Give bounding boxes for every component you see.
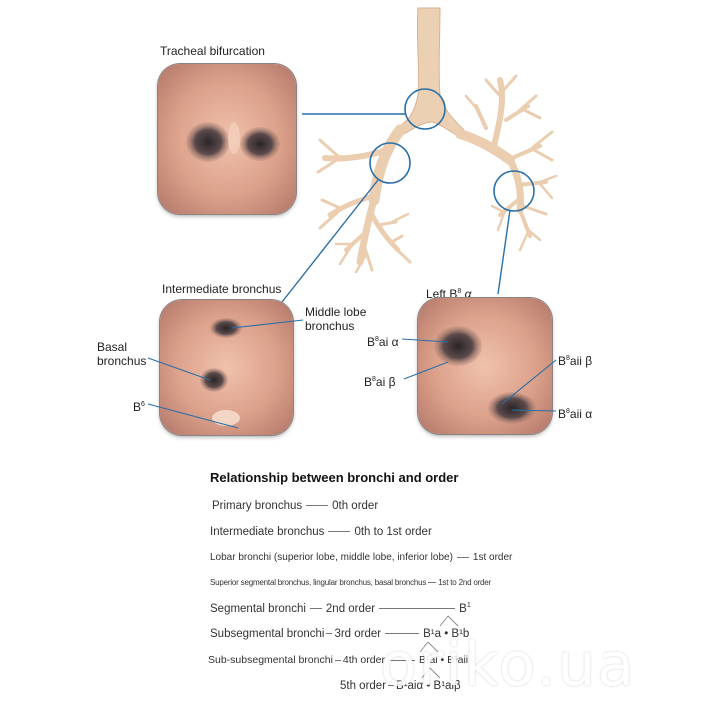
b8aii-alpha-rest: aii α bbox=[569, 407, 593, 421]
basal-bronchus-label-line2: bronchus bbox=[97, 354, 147, 368]
segmental-sup-dash bbox=[428, 582, 437, 584]
right-bronchial-branches bbox=[316, 124, 412, 274]
basal-bronchus-pointer bbox=[147, 357, 211, 381]
intermediate-order: 0th to 1st order bbox=[354, 526, 432, 538]
subsub-dash bbox=[334, 659, 341, 661]
b8aii-alpha-pointer bbox=[511, 409, 557, 412]
connector-subsub-to-fifth bbox=[421, 667, 441, 679]
b8ai-beta-pointer bbox=[403, 361, 449, 380]
intermediate-bronchus-photo bbox=[160, 300, 293, 435]
lobar-dash bbox=[456, 556, 469, 558]
segmental-order: 2nd order bbox=[325, 602, 376, 615]
b8ai-beta-rest: ai β bbox=[375, 375, 396, 389]
middle-lobe-label-line2: bronchus bbox=[305, 319, 355, 333]
connector-segmental-to-subsegmental bbox=[439, 615, 459, 627]
primary-row: Primary bronchus 0th order bbox=[212, 500, 378, 512]
b8ai-beta-base: B bbox=[364, 375, 373, 389]
left-b8-leader-line bbox=[497, 209, 511, 295]
intermediate-name: Intermediate bronchus bbox=[210, 526, 325, 538]
b8aii-alpha-label: B8aii α bbox=[558, 405, 592, 421]
subsegmental-row: Subsegmental bronchi 3rd order B¹a • B¹b bbox=[210, 628, 469, 640]
segmental-row: Segmental bronchi 2nd order B1 bbox=[210, 602, 471, 615]
intermediate-dash bbox=[328, 531, 351, 533]
segmental-code-dash bbox=[379, 608, 456, 610]
intermediate-row: Intermediate bronchus 0th to 1st order bbox=[210, 526, 432, 538]
intermediate-pointer-lines bbox=[147, 319, 304, 429]
segmental-dash bbox=[309, 608, 322, 610]
tracheal-bifurcation-photo bbox=[158, 64, 296, 214]
b6-label: B6 bbox=[133, 398, 145, 414]
subsub-row: Sub-subsegmental bronchi 4th order B¹ai • … bbox=[208, 654, 468, 666]
middle-lobe-label-line1: Middle lobe bbox=[305, 305, 367, 319]
b8aii-beta-label: B8aii β bbox=[558, 352, 592, 368]
b6-base: B bbox=[133, 400, 142, 414]
tracheal-bifurcation-label: Tracheal bifurcation bbox=[160, 44, 265, 58]
intermediate-bronchus-label: Intermediate bronchus bbox=[162, 282, 282, 296]
b6-sup: 6 bbox=[141, 401, 145, 408]
primary-dash bbox=[306, 505, 329, 507]
b8ai-alpha-sup: 8 bbox=[375, 336, 379, 343]
bronchoscope-view-left-b8 bbox=[418, 298, 552, 434]
left-b8-sup: 8 bbox=[457, 288, 462, 295]
subsub-order: 4th order bbox=[342, 654, 385, 666]
primary-name: Primary bronchus bbox=[212, 500, 303, 512]
b8ai-beta-sup: 8 bbox=[372, 376, 376, 383]
lobar-order: 1st order bbox=[472, 552, 513, 563]
segmental-sup-name: Superior segmental bronchus, lingular br… bbox=[210, 578, 427, 587]
segmental-code: B bbox=[459, 602, 467, 615]
b8ai-alpha-rest: ai α bbox=[378, 335, 399, 349]
subsub-code: B¹ai • B¹aii bbox=[418, 654, 469, 666]
b8aii-beta-base: B bbox=[558, 354, 567, 368]
bronchoscope-view-trachea bbox=[158, 64, 296, 214]
left-b8-pointer-lines bbox=[401, 338, 557, 412]
subsegmental-code: B¹a • B¹b bbox=[423, 628, 470, 640]
b8aii-beta-pointer bbox=[501, 359, 557, 405]
left-bronchial-branches bbox=[455, 74, 558, 252]
subsub-name: Sub-subsegmental bronchi bbox=[208, 654, 333, 666]
lobar-row: Lobar bronchi (superior lobe, middle lob… bbox=[210, 552, 512, 563]
subsub-code-dash bbox=[388, 659, 415, 661]
intermediate-bronchus-callout-circle bbox=[369, 142, 411, 184]
segmental-sup-order: 1st to 2nd order bbox=[438, 578, 492, 587]
left-b8-alpha-label: Left B8 α bbox=[426, 285, 471, 301]
left-b8-greek: α bbox=[464, 287, 472, 301]
segmental-name: Segmental bronchi bbox=[210, 602, 306, 615]
relationship-heading: Relationship between bronchi and order bbox=[210, 470, 459, 485]
segmental-code-sup: 1 bbox=[466, 602, 471, 609]
left-b8-base: Left B bbox=[426, 287, 458, 301]
b8ai-alpha-base: B bbox=[367, 335, 376, 349]
subsegmental-order: 3rd order bbox=[334, 628, 382, 640]
basal-bronchus-label-line1: Basal bbox=[97, 340, 128, 354]
left-b8-callout-circle bbox=[493, 170, 535, 212]
primary-order: 0th order bbox=[332, 500, 379, 512]
subsegmental-dash bbox=[326, 633, 333, 635]
middle-lobe-pointer bbox=[231, 319, 304, 329]
connector-subsegmental-to-subsub bbox=[419, 641, 439, 653]
b8aii-beta-sup: 8 bbox=[566, 355, 570, 362]
fifth-row: 5th order B¹aiα • B¹aiβ bbox=[340, 680, 461, 692]
b8aii-alpha-base: B bbox=[558, 407, 567, 421]
fifth-code: B¹aiα • B¹aiβ bbox=[396, 680, 461, 692]
b8ai-alpha-pointer bbox=[401, 338, 449, 343]
b8aii-beta-rest: aii β bbox=[569, 354, 593, 368]
b8ai-alpha-label: B8ai α bbox=[367, 333, 399, 349]
bronchoscope-view-intermediate bbox=[160, 300, 293, 435]
fifth-order: 5th order bbox=[340, 680, 387, 692]
b8aii-alpha-sup: 8 bbox=[566, 408, 570, 415]
b8ai-beta-label: B8ai β bbox=[364, 373, 396, 389]
tracheal-bifurcation-callout-circle bbox=[404, 88, 446, 130]
watermark-logo: oriko.ua bbox=[380, 630, 637, 700]
bronchial-tree-diagram bbox=[281, 7, 558, 303]
b6-pointer bbox=[147, 403, 239, 429]
segmental-sup-row: Superior segmental bronchus, lingular br… bbox=[210, 578, 491, 587]
left-b8-alpha-photo bbox=[418, 298, 552, 434]
trachea bbox=[397, 7, 465, 137]
subsegmental-name: Subsegmental bronchi bbox=[210, 628, 325, 640]
subsegmental-code-dash bbox=[385, 633, 420, 635]
lobar-name: Lobar bronchi (superior lobe, middle lob… bbox=[210, 552, 453, 563]
fifth-dash bbox=[388, 685, 395, 687]
intermediate-bronchus-leader-line bbox=[281, 179, 379, 303]
